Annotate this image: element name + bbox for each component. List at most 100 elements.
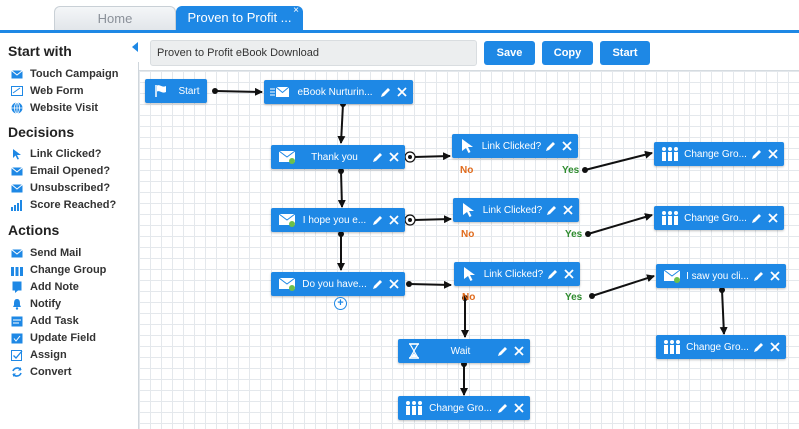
sidebar-item-assign[interactable]: Assign [10, 347, 67, 363]
sidebar-item-add-task[interactable]: Add Task [10, 313, 79, 329]
close-icon[interactable] [513, 403, 524, 414]
node-label: Link Clicked? [483, 268, 544, 280]
add-step-icon[interactable]: + [334, 297, 347, 310]
node-change-group-1[interactable]: Change Gro... [654, 142, 784, 166]
branch-yes-label: Yes [565, 292, 583, 303]
node-touch-campaign[interactable]: eBook Nurturin... [264, 80, 413, 104]
close-icon[interactable] [563, 269, 574, 280]
edit-icon[interactable] [372, 215, 383, 226]
sidebar-item-label: Notify [30, 298, 62, 310]
sidebar-item-score-reached[interactable]: Score Reached? [10, 197, 116, 213]
sidebar-item-convert[interactable]: Convert [10, 364, 72, 380]
node-label: Change Gro... [684, 148, 747, 160]
close-icon[interactable] [396, 87, 407, 98]
close-icon[interactable]: × [293, 5, 299, 16]
sidebar-item-link-clicked[interactable]: Link Clicked? [10, 146, 102, 162]
close-icon[interactable] [561, 141, 572, 152]
node-link-clicked-3[interactable]: Link Clicked? [454, 262, 580, 286]
sidebar-item-unsubscribed[interactable]: Unsubscribed? [10, 180, 110, 196]
cursor-icon [10, 147, 24, 161]
group-icon [660, 144, 680, 164]
edit-icon[interactable] [751, 213, 762, 224]
tab-home[interactable]: Home [54, 6, 176, 30]
sidebar-item-label: Add Note [30, 281, 79, 293]
sidebar-item-label: Add Task [30, 315, 79, 327]
cursor-icon [458, 136, 478, 156]
sidebar-item-change-group[interactable]: Change Group [10, 262, 106, 278]
node-change-group-3[interactable]: Change Gro... [656, 335, 786, 359]
sidebar-item-add-note[interactable]: Add Note [10, 279, 79, 295]
bars-icon [10, 198, 24, 212]
sidebar-item-email-opened[interactable]: Email Opened? [10, 163, 110, 179]
start-button[interactable]: Start [600, 41, 650, 65]
close-icon[interactable] [562, 205, 573, 216]
node-send-mail-i-saw[interactable]: I saw you cli... [656, 264, 786, 288]
node-label: Change Gro... [684, 212, 747, 224]
branch-yes-label: Yes [565, 229, 583, 240]
sidebar-item-label: Convert [30, 366, 72, 378]
sidebar-item-label: Web Form [30, 85, 84, 97]
group-icon [660, 208, 680, 228]
edit-icon[interactable] [380, 87, 391, 98]
sidebar-item-label: Change Group [30, 264, 107, 276]
edit-icon[interactable] [497, 346, 508, 357]
node-label: Do you have... [302, 278, 367, 290]
close-icon[interactable] [388, 279, 399, 290]
edit-icon[interactable] [372, 152, 383, 163]
collapse-sidebar-arrow[interactable] [132, 42, 138, 52]
close-icon[interactable] [767, 149, 778, 160]
node-send-mail-do-you[interactable]: Do you have... [271, 272, 405, 296]
convert-icon [10, 365, 24, 379]
sidebar: Start with Touch Campaign Web Form Websi… [0, 36, 136, 429]
section-title-start: Start with [8, 43, 72, 59]
node-label: Wait [450, 345, 471, 357]
node-link-clicked-1[interactable]: Link Clicked? [452, 134, 578, 158]
node-send-mail-thank-you[interactable]: Thank you [271, 145, 405, 169]
sidebar-item-update-field[interactable]: Update Field [10, 330, 96, 346]
workflow-canvas[interactable] [139, 70, 799, 429]
edit-icon[interactable] [753, 342, 764, 353]
sidebar-item-label: Unsubscribed? [30, 182, 111, 194]
edit-icon[interactable] [372, 279, 383, 290]
close-icon[interactable] [767, 213, 778, 224]
node-send-mail-hope[interactable]: I hope you e... [271, 208, 405, 232]
node-start[interactable]: Start [145, 79, 207, 103]
sidebar-item-touch-campaign[interactable]: Touch Campaign [10, 66, 118, 82]
node-link-clicked-2[interactable]: Link Clicked? [453, 198, 579, 222]
node-wait[interactable]: Wait [398, 339, 530, 363]
edit-icon[interactable] [497, 403, 508, 414]
node-label: I saw you cli... [686, 270, 749, 282]
sidebar-item-notify[interactable]: Notify [10, 296, 61, 312]
sidebar-item-website-visit[interactable]: Website Visit [10, 100, 98, 116]
node-label: Change Gro... [686, 341, 749, 353]
edit-icon[interactable] [751, 149, 762, 160]
edit-icon[interactable] [547, 269, 558, 280]
sidebar-item-label: Touch Campaign [30, 68, 119, 80]
group-icon [10, 263, 24, 277]
edit-icon[interactable] [753, 271, 764, 282]
tab-underline [0, 30, 799, 33]
edit-icon[interactable] [545, 141, 556, 152]
sidebar-item-send-mail[interactable]: Send Mail [10, 245, 81, 261]
sidebar-item-label: Send Mail [30, 247, 82, 259]
node-change-group-2[interactable]: Change Gro... [654, 206, 784, 230]
node-change-group-4[interactable]: Change Gro... [398, 396, 530, 420]
mail-icon [277, 274, 297, 294]
close-icon[interactable] [513, 346, 524, 357]
node-label: Change Gro... [429, 402, 492, 414]
campaign-name-input[interactable] [150, 40, 477, 66]
close-icon[interactable] [769, 342, 780, 353]
globe-icon [10, 101, 24, 115]
mail-icon [662, 266, 682, 286]
sidebar-item-web-form[interactable]: Web Form [10, 83, 84, 99]
edit-icon[interactable] [546, 205, 557, 216]
mail-icon [10, 246, 24, 260]
note-icon [10, 280, 24, 294]
tab-proven-to-profit[interactable]: Proven to Profit ... × [176, 5, 303, 30]
save-button[interactable]: Save [484, 41, 535, 65]
close-icon[interactable] [769, 271, 780, 282]
copy-button[interactable]: Copy [542, 41, 593, 65]
sidebar-item-label: Link Clicked? [30, 148, 102, 160]
close-icon[interactable] [388, 215, 399, 226]
close-icon[interactable] [388, 152, 399, 163]
